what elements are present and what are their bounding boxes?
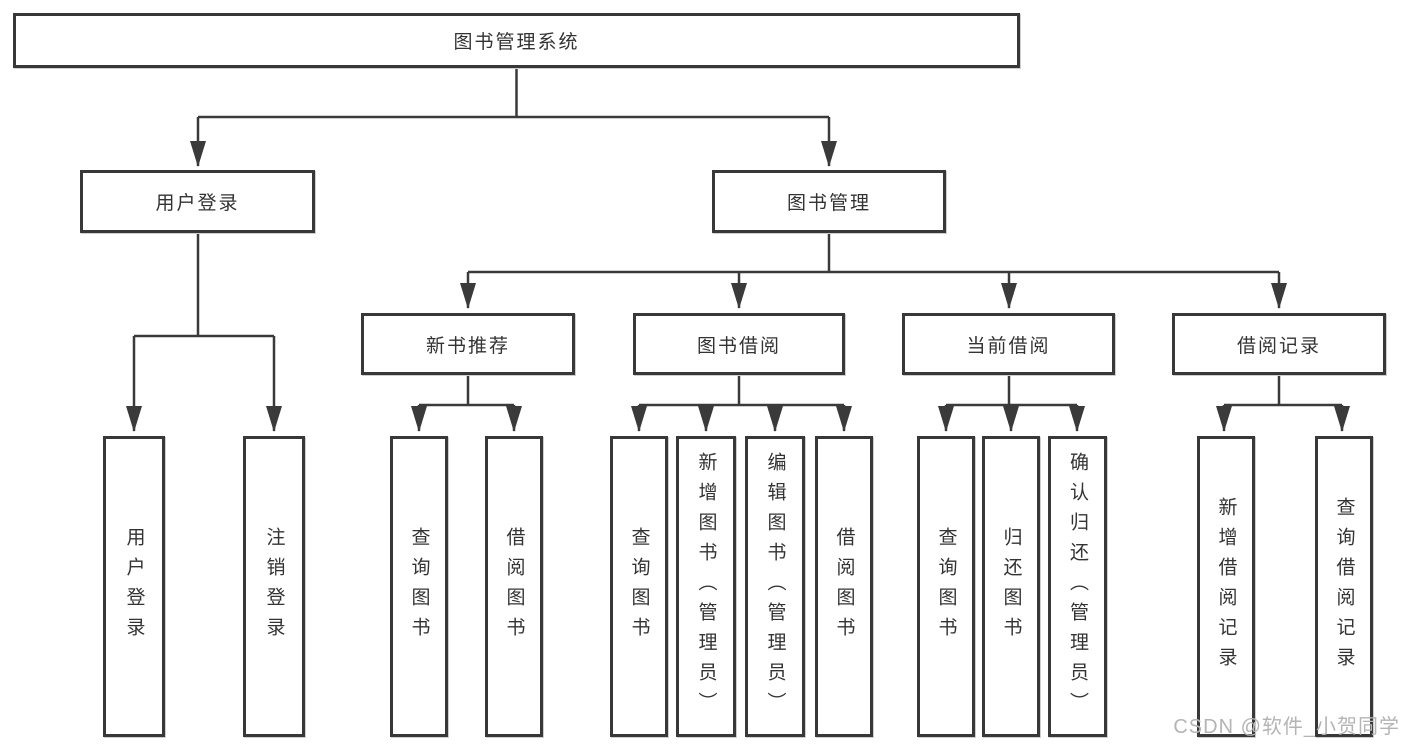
leaf-user-login: 用户登录 (103, 436, 165, 737)
node-label: 查询图书 (935, 526, 957, 647)
node-label: 查询图书 (408, 526, 430, 647)
leaf-add-borrow-record: 新增借阅记录 (1197, 436, 1255, 737)
node-label: 用户登录 (123, 526, 145, 647)
node-user-login-group: 用户登录 (80, 170, 315, 233)
leaf-query-borrow-record: 查询借阅记录 (1315, 436, 1373, 737)
leaf-return-books: 归还图书 (982, 436, 1040, 737)
node-library-management-system: 图书管理系统 (13, 13, 1020, 68)
node-label: 查询借阅记录 (1333, 496, 1355, 677)
node-label: 新增借阅记录 (1215, 496, 1237, 677)
node-current-borrowing: 当前借阅 (902, 313, 1115, 375)
node-label: 当前借阅 (966, 335, 1051, 357)
leaf-borrow-books-2: 借阅图书 (815, 436, 873, 737)
node-label: 图书管理系统 (453, 32, 580, 53)
leaf-query-books-2: 查询图书 (610, 436, 668, 737)
node-label: 编辑图书（管理员） (764, 451, 786, 722)
node-label: 借阅图书 (503, 526, 525, 647)
leaf-query-books-1: 查询图书 (390, 436, 448, 737)
leaf-edit-books-admin: 编辑图书（管理员） (745, 436, 805, 737)
node-book-borrowing: 图书借阅 (633, 313, 845, 375)
csdn-watermark: CSDN @软件_小贺同学 (1173, 716, 1400, 738)
leaf-borrow-books-1: 借阅图书 (485, 436, 543, 737)
node-label: 新增图书（管理员） (695, 451, 717, 722)
node-label: 用户登录 (155, 193, 240, 214)
leaf-query-books-3: 查询图书 (917, 436, 975, 737)
node-label: 新书推荐 (425, 335, 510, 357)
connector-trunks (134, 68, 1342, 407)
leaf-add-books-admin: 新增图书（管理员） (676, 436, 736, 737)
node-new-book-recommendation: 新书推荐 (361, 313, 575, 375)
leaf-confirm-return-admin: 确认归还（管理员） (1048, 436, 1107, 737)
node-label: 借阅图书 (833, 526, 855, 647)
node-book-management: 图书管理 (712, 170, 946, 233)
node-borrowing-records: 借阅记录 (1172, 313, 1386, 375)
node-label: 图书管理 (786, 193, 871, 214)
node-label: 查询图书 (628, 526, 650, 647)
node-label: 借阅记录 (1236, 335, 1321, 357)
node-label: 注销登录 (263, 526, 285, 647)
leaf-logout: 注销登录 (243, 436, 305, 737)
node-label: 图书借阅 (696, 335, 781, 357)
node-label: 归还图书 (1000, 526, 1022, 647)
node-label: 确认归还（管理员） (1067, 451, 1088, 722)
